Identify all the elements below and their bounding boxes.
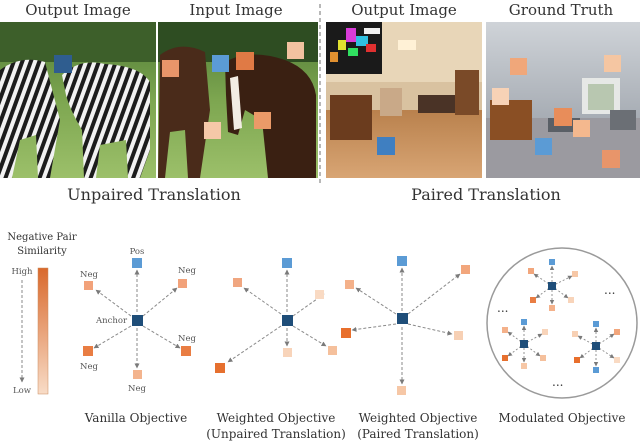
patch	[287, 42, 304, 59]
header-output-image-unpaired: Output Image	[25, 1, 131, 19]
negative-node	[530, 297, 536, 303]
header-ground-truth: Ground Truth	[509, 1, 614, 19]
negative-node	[502, 355, 508, 361]
patch	[492, 88, 509, 105]
negative-node	[178, 279, 187, 288]
pos-label: Pos	[130, 247, 145, 257]
anchor-node	[397, 313, 408, 324]
neg-label: Neg	[178, 266, 196, 276]
caption-paired-translation: Paired Translation	[411, 185, 561, 204]
negative-node	[461, 265, 470, 274]
caption-weighted-unpaired-line1: Weighted Objective	[217, 411, 336, 425]
patch	[604, 55, 621, 72]
diagram-modulated: ... ... ...	[486, 247, 638, 399]
photo-room-ground-truth	[486, 22, 640, 178]
diagram-vanilla: Pos Anchor Neg Neg Neg Neg Neg	[80, 247, 196, 394]
positive-node	[282, 258, 292, 268]
patch	[535, 138, 552, 155]
patch	[236, 52, 254, 70]
anchor-node	[592, 342, 600, 350]
header-input-image: Input Image	[189, 1, 282, 19]
patch	[510, 58, 527, 75]
positive-node	[132, 258, 142, 268]
negative-node	[315, 290, 324, 299]
negative-node	[397, 386, 406, 395]
negative-node	[521, 363, 527, 369]
negative-node	[133, 370, 142, 379]
patch	[377, 137, 395, 155]
neg-label: Neg	[178, 334, 196, 344]
negative-node	[341, 328, 351, 338]
caption-vanilla-objective: Vanilla Objective	[84, 411, 188, 425]
negative-node	[574, 357, 580, 363]
negative-node	[549, 305, 555, 311]
positive-node	[397, 256, 407, 266]
patch	[254, 112, 271, 129]
anchor-label: Anchor	[95, 316, 128, 326]
ellipsis-top-left: ...	[497, 301, 508, 315]
caption-weighted-paired-line2: (Paired Translation)	[357, 427, 479, 441]
negative-node	[502, 327, 508, 333]
diagram-weighted-unpaired	[215, 258, 337, 373]
negative-node	[84, 281, 93, 290]
negative-node	[328, 346, 337, 355]
patch	[554, 108, 572, 126]
negative-node	[568, 297, 574, 303]
caption-unpaired-translation: Unpaired Translation	[67, 185, 241, 204]
anchor-node	[132, 315, 143, 326]
caption-weighted-unpaired-line2: (Unpaired Translation)	[206, 427, 346, 441]
negative-node	[540, 355, 546, 361]
similarity-gradient-bar	[37, 267, 49, 395]
caption-modulated-objective: Modulated Objective	[499, 411, 626, 425]
patch	[212, 55, 229, 72]
positive-node	[593, 321, 599, 327]
negative-node	[215, 363, 225, 373]
similarity-title-line1: Negative Pair	[7, 232, 76, 243]
patch	[162, 60, 179, 77]
negative-node	[614, 357, 620, 363]
diagram-weighted-paired	[341, 256, 470, 395]
ellipsis-top-right: ...	[604, 283, 615, 297]
patch	[54, 55, 72, 73]
negative-node	[83, 346, 93, 356]
neg-label: Neg	[80, 362, 98, 372]
similarity-title-line2: Similarity	[17, 246, 67, 257]
positive-node	[549, 259, 555, 265]
negative-node	[572, 331, 578, 337]
photo-horse-input	[158, 22, 318, 178]
positive-node	[521, 319, 527, 325]
patch	[204, 122, 221, 139]
negative-node	[345, 280, 354, 289]
similarity-low-label: Low	[13, 386, 32, 396]
photo-room-output	[326, 22, 482, 178]
anchor-node	[282, 315, 293, 326]
negative-node	[593, 367, 599, 373]
patch	[602, 150, 620, 168]
similarity-high-label: High	[11, 267, 33, 277]
negative-node	[233, 278, 242, 287]
negative-node	[542, 329, 548, 335]
negative-node	[614, 329, 620, 335]
negative-node	[181, 346, 191, 356]
negative-node	[572, 271, 578, 277]
patch	[573, 120, 590, 137]
modulated-circle	[486, 247, 638, 399]
negative-node	[454, 331, 463, 340]
caption-weighted-paired-line1: Weighted Objective	[359, 411, 478, 425]
neg-label: Neg	[128, 384, 146, 394]
negative-node	[528, 268, 534, 274]
anchor-node	[520, 340, 528, 348]
ellipsis-bottom: ...	[552, 375, 563, 389]
negative-node	[283, 348, 292, 357]
anchor-node	[548, 282, 556, 290]
photo-zebra-output	[0, 22, 156, 178]
neg-label: Neg	[80, 270, 98, 280]
header-output-image-paired: Output Image	[351, 1, 457, 19]
similarity-colorbar: Negative Pair Similarity High Low	[7, 232, 76, 396]
